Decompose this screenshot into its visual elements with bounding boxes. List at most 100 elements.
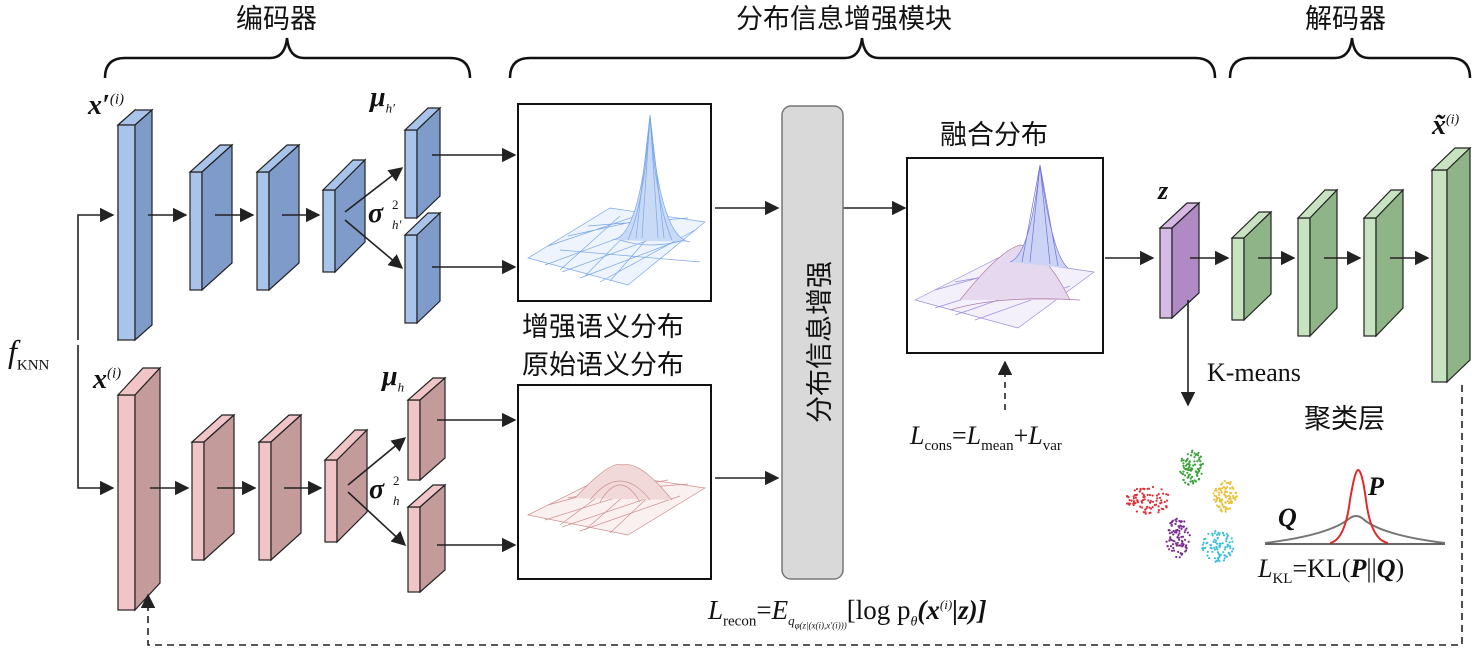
sigma-prime-sub: h′ xyxy=(392,217,402,232)
cluster-point xyxy=(1214,541,1217,544)
x-prime-sup: (i) xyxy=(109,91,125,108)
cluster-point xyxy=(1194,453,1197,457)
p-label: P xyxy=(1368,472,1384,501)
cluster-point xyxy=(1219,489,1222,492)
cluster-point xyxy=(1143,498,1146,501)
encoder-pink-layers xyxy=(116,366,447,612)
plus-sign: + xyxy=(1013,421,1029,450)
mu-sub: h xyxy=(397,379,405,395)
cluster-point xyxy=(1188,534,1191,537)
cluster-point xyxy=(1225,486,1229,489)
cluster-point xyxy=(1213,548,1216,551)
cluster-point xyxy=(1187,467,1190,470)
cluster-point xyxy=(1223,493,1226,496)
cluster-point xyxy=(1141,499,1145,502)
x-tilde-sup: (i) xyxy=(1446,112,1460,128)
cluster-point xyxy=(1135,487,1139,491)
cluster-point xyxy=(1185,458,1189,462)
decoder-title: 解码器 xyxy=(1305,4,1386,35)
cluster-point xyxy=(1206,550,1209,554)
cluster-point xyxy=(1159,502,1162,505)
mu-prime-sub: h′ xyxy=(385,100,395,116)
cluster-point xyxy=(1157,505,1160,508)
cluster-point xyxy=(1172,533,1175,536)
cluster-point xyxy=(1194,480,1197,483)
sigma-label: σ 2 h xyxy=(369,474,400,507)
cluster-point xyxy=(1176,541,1179,544)
recon-feedback-line xyxy=(140,385,1463,646)
enhance-module-title: 分布信息增强模块 xyxy=(736,4,952,35)
cluster-point xyxy=(1187,475,1190,479)
cluster-point xyxy=(1180,472,1183,475)
cluster-point xyxy=(1134,493,1137,497)
cluster-point xyxy=(1181,545,1184,548)
cluster-point xyxy=(1202,548,1205,552)
cluster-point xyxy=(1216,542,1219,545)
kl-loss-equation: LKL=KL(P||Q) xyxy=(1258,556,1404,587)
cluster-point xyxy=(1196,454,1200,457)
enhance-block-label: 分布信息增强 xyxy=(805,261,836,423)
cluster-point xyxy=(1183,474,1187,477)
x-prime-symbol: x′ xyxy=(88,90,110,121)
cluster-point xyxy=(1135,510,1138,513)
original-distribution-label: 原始语义分布 xyxy=(522,350,684,381)
cluster-point xyxy=(1180,525,1183,528)
sigma-prime-symbol: σ xyxy=(368,198,384,229)
cluster-point xyxy=(1226,500,1229,503)
cluster-point xyxy=(1132,500,1136,503)
cluster-point xyxy=(1128,499,1131,502)
cluster-point xyxy=(1229,507,1232,510)
cluster-point xyxy=(1178,556,1181,559)
cluster-point xyxy=(1224,510,1227,513)
recon-loss-equation: Lrecon=Eqφ(z|(x(i),x′(i)))[log pθ(x(i)|z… xyxy=(708,597,987,631)
cluster-point xyxy=(1169,545,1173,548)
mean-sub: mean xyxy=(981,438,1014,455)
cluster-point xyxy=(1178,519,1181,523)
fknn-sub: KNN xyxy=(16,357,50,374)
cluster-point xyxy=(1221,532,1225,535)
cluster-point xyxy=(1153,503,1156,507)
cluster-point xyxy=(1218,542,1221,545)
cluster-point xyxy=(1220,499,1223,502)
recon-theta: θ xyxy=(910,614,918,630)
cluster-point xyxy=(1182,462,1185,465)
mu-prime-symbol: μ xyxy=(370,82,386,113)
cluster-point xyxy=(1125,495,1129,498)
cluster-point xyxy=(1216,504,1219,507)
encoder-title: 编码器 xyxy=(236,4,317,35)
cluster-point xyxy=(1142,494,1145,497)
cluster-point xyxy=(1182,525,1185,529)
cluster-point xyxy=(1130,499,1133,502)
fused-distribution-plot xyxy=(914,164,1095,329)
cluster-point xyxy=(1178,529,1181,533)
cluster-scatter xyxy=(1125,449,1238,563)
cluster-point xyxy=(1184,550,1187,553)
cluster-point xyxy=(1227,534,1230,537)
cluster-point xyxy=(1204,537,1207,540)
sigma-sup: 2 xyxy=(393,473,400,488)
cluster-point xyxy=(1171,543,1175,546)
cluster-point xyxy=(1145,507,1148,510)
cluster-point xyxy=(1206,554,1209,557)
mu-label: μh xyxy=(382,363,404,394)
cluster-point xyxy=(1184,481,1187,484)
cluster-point xyxy=(1222,534,1226,537)
cluster-point xyxy=(1211,532,1214,535)
fknn-symbol: f xyxy=(8,333,17,369)
cluster-point xyxy=(1224,487,1227,490)
cluster-point xyxy=(1176,536,1179,539)
cluster-point xyxy=(1126,502,1129,505)
cluster-point xyxy=(1151,500,1155,503)
cluster-point xyxy=(1180,542,1183,545)
cluster-point xyxy=(1182,470,1185,473)
cluster-point xyxy=(1202,541,1205,544)
cluster-point xyxy=(1227,544,1230,547)
cluster-point xyxy=(1213,494,1216,497)
cluster-point xyxy=(1228,552,1231,555)
cluster-point xyxy=(1220,487,1224,490)
cluster-point xyxy=(1213,532,1216,535)
cluster-point xyxy=(1178,538,1181,541)
cluster-point xyxy=(1235,495,1238,498)
cluster-point xyxy=(1229,483,1232,486)
cluster-point xyxy=(1155,494,1159,497)
